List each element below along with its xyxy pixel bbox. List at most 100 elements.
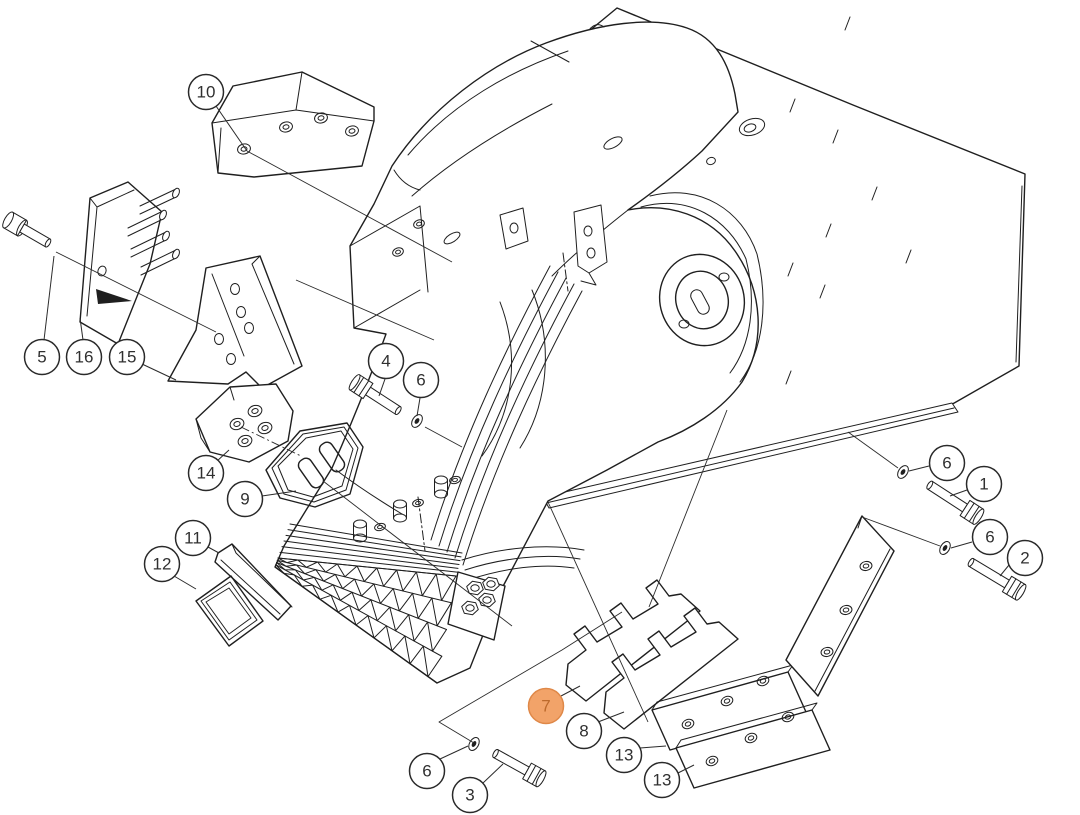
callout-leader-line bbox=[560, 685, 581, 697]
part-4-hex-bolt bbox=[348, 374, 402, 416]
callout-number-9: 9 bbox=[240, 490, 249, 509]
grate-hex-bolt-head bbox=[466, 580, 484, 596]
callout-balloon-6[interactable] bbox=[971, 518, 1009, 556]
chute-inner-curves bbox=[481, 289, 546, 457]
grate-hex-bolt-head bbox=[482, 576, 500, 592]
callout-balloon-4[interactable] bbox=[367, 342, 405, 380]
callout-balloon-6[interactable] bbox=[928, 444, 966, 482]
callout-balloon-6[interactable] bbox=[402, 361, 440, 399]
callout-balloon-6[interactable] bbox=[408, 752, 446, 790]
callout-number-11: 11 bbox=[184, 529, 202, 548]
callout-balloon-10[interactable] bbox=[187, 73, 225, 111]
part-2-hex-bolt bbox=[967, 557, 1027, 601]
callout-number-6: 6 bbox=[422, 762, 431, 781]
callout-number-7: 7 bbox=[541, 697, 550, 716]
arm-top-band bbox=[407, 24, 605, 156]
part-13-clamp-bar-lower bbox=[675, 702, 831, 789]
hub-hole bbox=[718, 272, 730, 282]
callout-number-6: 6 bbox=[942, 454, 951, 473]
assembly-alignment-line bbox=[295, 279, 435, 341]
part-5-socket-screw bbox=[2, 211, 52, 248]
hub-hole bbox=[678, 319, 690, 329]
callout-balloon-8[interactable] bbox=[565, 712, 603, 750]
callout-balloon-1[interactable] bbox=[965, 465, 1003, 503]
callout-balloon-2[interactable] bbox=[1006, 539, 1044, 577]
callout-number-8: 8 bbox=[579, 722, 588, 741]
callout-number-2: 2 bbox=[1020, 549, 1029, 568]
part-3-hex-bolt bbox=[492, 748, 547, 788]
callout-leader-line bbox=[999, 564, 1010, 577]
callout-number-6: 6 bbox=[985, 528, 994, 547]
callout-leader-line bbox=[207, 546, 220, 554]
callout-balloon-12[interactable] bbox=[143, 545, 181, 583]
assembly-alignment-line bbox=[322, 480, 513, 627]
callout-leader-line bbox=[677, 764, 695, 774]
part-11-wear-bar bbox=[214, 543, 293, 621]
hub-shroud bbox=[640, 192, 764, 383]
callout-number-10: 10 bbox=[197, 83, 216, 102]
callout-leader-line bbox=[482, 763, 504, 784]
callout-leader-line bbox=[950, 541, 973, 549]
part-1-hex-bolt bbox=[926, 480, 985, 525]
callout-number-15: 15 bbox=[118, 348, 137, 367]
callout-leader-line bbox=[639, 745, 667, 749]
callout-leader-line bbox=[79, 317, 84, 341]
callout-number-13: 13 bbox=[653, 771, 672, 790]
arm-oval-slot bbox=[603, 136, 623, 150]
part-9-shim-plates bbox=[265, 422, 364, 508]
pillar-ribs bbox=[430, 265, 583, 566]
fasteners bbox=[348, 374, 1027, 788]
part-6-washer bbox=[468, 737, 480, 751]
right-blade-plate bbox=[785, 515, 895, 697]
assembly-alignment-line bbox=[424, 426, 463, 448]
callout-number-3: 3 bbox=[465, 786, 474, 805]
callout-balloon-15[interactable] bbox=[108, 338, 146, 376]
callout-balloon-13[interactable] bbox=[605, 736, 643, 774]
callout-number-4: 4 bbox=[381, 352, 390, 371]
callout-balloon-5[interactable] bbox=[23, 338, 61, 376]
callout-leader-line bbox=[597, 711, 625, 723]
callout-leader-line bbox=[378, 378, 386, 397]
part-7-comb-plate bbox=[565, 579, 701, 702]
callout-balloon-14[interactable] bbox=[187, 454, 225, 492]
hub-inner-ring bbox=[674, 270, 730, 330]
body-pins bbox=[353, 475, 461, 543]
assembly-alignment-line bbox=[861, 516, 941, 547]
assembly-alignment-line bbox=[648, 409, 728, 608]
callout-number-13: 13 bbox=[615, 746, 634, 765]
callout-leader-line bbox=[173, 575, 197, 590]
hub-outer-ring bbox=[658, 253, 746, 347]
arm-lower-band bbox=[393, 103, 553, 197]
alignment-lines bbox=[55, 150, 941, 744]
panel-small-hole bbox=[706, 156, 716, 166]
pillar-bracket bbox=[499, 207, 529, 250]
part-6-washer bbox=[939, 541, 951, 555]
assembly-alignment-line bbox=[55, 251, 217, 333]
assembly-alignment-line bbox=[438, 611, 623, 744]
callout-leader-line bbox=[949, 489, 968, 497]
part-10-angle-bracket bbox=[211, 71, 375, 178]
callout-balloon-7-highlighted[interactable] bbox=[527, 687, 565, 725]
callout-number-12: 12 bbox=[153, 555, 172, 574]
callout-leader-line bbox=[416, 397, 421, 417]
callout-balloon-13[interactable] bbox=[643, 761, 681, 799]
part-14-spacer-block bbox=[195, 383, 294, 463]
callout-number-5: 5 bbox=[37, 348, 46, 367]
assembly-alignment-line bbox=[847, 431, 899, 469]
callout-balloon-11[interactable] bbox=[174, 519, 212, 557]
callout-leader-line bbox=[43, 255, 55, 341]
callout-number-16: 16 bbox=[75, 348, 94, 367]
assembly-alignment-line bbox=[246, 150, 453, 263]
callout-leader-line bbox=[439, 745, 469, 760]
assembly-alignment-line bbox=[547, 501, 649, 723]
callout-leader-line bbox=[261, 490, 297, 497]
lower-rails bbox=[335, 469, 585, 581]
callout-balloon-16[interactable] bbox=[65, 338, 103, 376]
mount-hole bbox=[413, 219, 425, 229]
callout-balloon-3[interactable] bbox=[451, 776, 489, 814]
callout-balloon-9[interactable] bbox=[226, 480, 264, 518]
grate-tread-pattern bbox=[274, 523, 500, 684]
callout-number-1: 1 bbox=[979, 475, 988, 494]
